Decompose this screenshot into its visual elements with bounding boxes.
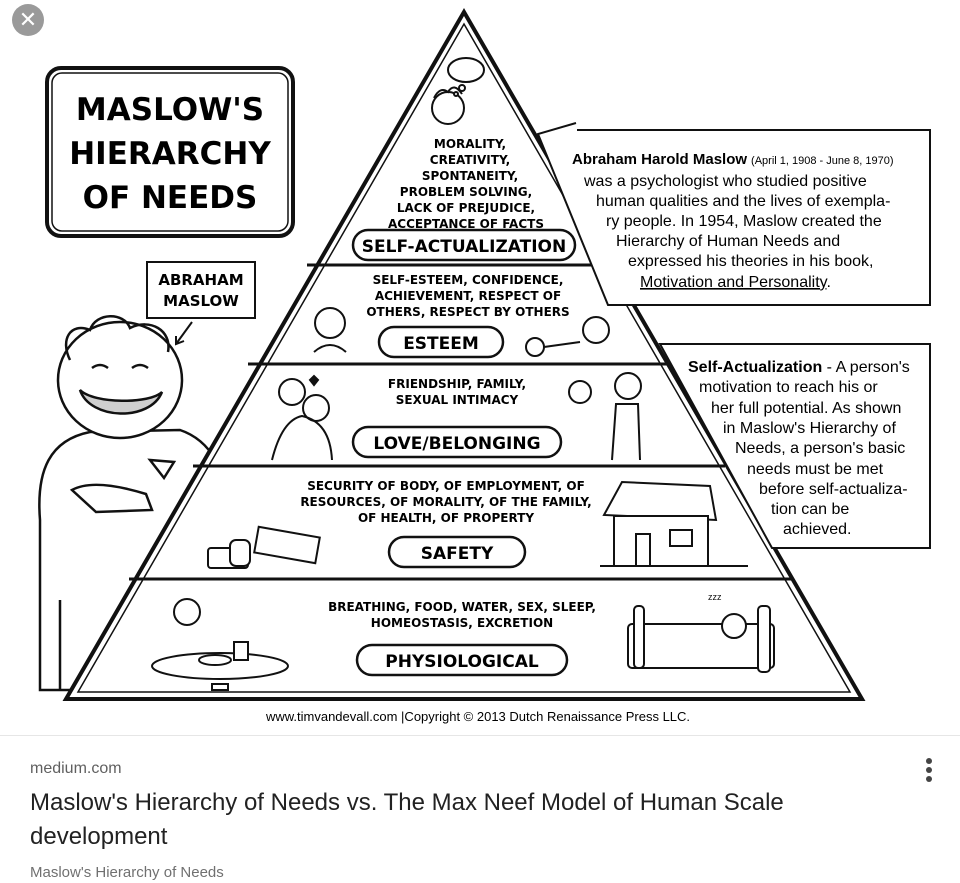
house-icon [600,480,748,567]
result-title[interactable]: Maslow's Hierarchy of Needs vs. The Max … [30,789,784,850]
definition-line-4: Needs, a person's basic [735,440,905,457]
definition-line-6: before self-actualiza- [759,481,908,498]
self-actualization-item-1: MORALITY, [434,137,506,151]
definition-line-8: achieved. [783,521,852,538]
self-actualization-item-4: PROBLEM SOLVING, [400,185,532,199]
bio-line-5: expressed his theories in his book, [628,253,873,270]
parent-child-icon [568,372,642,461]
pointer-arrow-head [175,336,185,346]
esteem-label: ESTEEM [403,334,479,354]
self-actualization-label: SELF-ACTUALIZATION [362,237,566,257]
esteem-item-2: ACHIEVEMENT, RESPECT OF [375,289,561,303]
result-card[interactable]: medium.com Maslow's Hierarchy of Needs v… [0,735,960,883]
bio-heading: Abraham Harold Maslow (April 1, 1908 - Ju… [572,151,894,168]
bio-book-line: Motivation and Personality. [640,274,831,291]
figure-canvas: MASLOW'S HIERARCHY OF NEEDS ABRAHAM MASL… [38,8,931,724]
physiological-item-2: HOMEOSTASIS, EXCRETION [371,616,553,630]
title-box: MASLOW'S HIERARCHY OF NEEDS [45,66,295,238]
bio-line-3: ry people. In 1954, Maslow created the [606,213,882,230]
bio-book-title: Motivation and Personality [640,274,828,291]
pointer-arrow-line [175,321,193,345]
definition-box: Self-Actualization - A person's motivati… [658,343,931,549]
result-source[interactable]: medium.com [30,760,122,777]
award-ribbon-icon [525,316,610,357]
safety-item-1: SECURITY OF BODY, OF EMPLOYMENT, OF [307,479,585,493]
self-actualization-item-6: ACCEPTANCE OF FACTS [388,217,544,231]
safety-item-2: RESOURCES, OF MORALITY, OF THE FAMILY, [300,495,591,509]
bio-line-4: Hierarchy of Human Needs and [616,233,840,250]
boy-icon [313,307,347,353]
bio-box: Abraham Harold Maslow (April 1, 1908 - Ju… [536,122,931,306]
level-safety: SECURITY OF BODY, OF EMPLOYMENT, OF RESO… [207,479,748,569]
definition-term: Self-Actualization [688,359,822,376]
self-actualization-item-5: LACK OF PREJUDICE, [397,201,535,215]
bio-line-1: was a psychologist who studied positive [583,173,867,190]
more-vert-icon-dot [926,776,932,782]
level-love-belonging: FRIENDSHIP, FAMILY, SEXUAL INTIMACY LOVE… [271,372,642,461]
person-label-line-1: ABRAHAM [158,271,243,289]
sleeping-boy-icon: zzz [627,592,775,673]
more-options-button[interactable] [918,754,940,786]
title-line-1: MASLOW'S [76,92,264,128]
self-actualization-item-2: CREATIVITY, [430,153,510,167]
safety-label: SAFETY [421,544,494,564]
eating-boy-icon [151,598,289,691]
love-item-2: SEXUAL INTIMACY [396,393,519,407]
definition-line-0: Self-Actualization - A person's [688,359,910,376]
result-subtitle: Maslow's Hierarchy of Needs [30,864,224,881]
safety-item-3: OF HEALTH, OF PROPERTY [358,511,534,525]
close-icon: ✕ [18,7,38,32]
bio-line-2: human qualities and the lives of exempla… [596,193,890,210]
level-physiological: BREATHING, FOOD, WATER, SEX, SLEEP, HOME… [151,592,775,691]
self-actualization-item-3: SPONTANEITY, [422,169,518,183]
definition-line-3: in Maslow's Hierarchy of [723,420,896,437]
love-item-1: FRIENDSHIP, FAMILY, [388,377,526,391]
title-line-2: HIERARCHY [69,136,271,172]
definition-line-7: tion can be [771,501,849,518]
more-vert-icon-dot [926,767,932,773]
title-line-3: OF NEEDS [83,180,258,216]
money-icon [207,525,321,569]
thinking-boy-icon [431,57,485,125]
hugging-couple-icon [271,374,333,461]
sleep-text: zzz [708,592,722,602]
physiological-label: PHYSIOLOGICAL [385,652,539,672]
close-button[interactable]: ✕ [12,4,44,36]
maslow-figure: MASLOW'S HIERARCHY OF NEEDS ABRAHAM MASL… [38,8,931,724]
bio-book-end: . [826,274,830,291]
level-esteem: SELF-ESTEEM, CONFIDENCE, ACHIEVEMENT, RE… [313,273,610,359]
esteem-item-1: SELF-ESTEEM, CONFIDENCE, [373,273,564,287]
love-label: LOVE/BELONGING [373,434,540,454]
definition-first-rest: - A person's [822,359,910,376]
bio-dates: (April 1, 1908 - June 8, 1970) [751,155,893,167]
more-vert-icon [926,758,932,764]
physiological-item-1: BREATHING, FOOD, WATER, SEX, SLEEP, [328,600,596,614]
level-self-actualization: MORALITY, CREATIVITY, SPONTANEITY, PROBL… [351,137,577,262]
copyright-text: www.timvandevall.com |Copyright © 2013 D… [265,709,690,724]
definition-line-5: needs must be met [747,461,884,478]
bio-name: Abraham Harold Maslow [572,151,747,168]
definition-line-1: motivation to reach his or [699,379,878,396]
definition-line-2: her full potential. As shown [711,400,901,417]
person-label: ABRAHAM MASLOW [146,261,256,346]
person-label-line-2: MASLOW [163,292,239,310]
esteem-item-3: OTHERS, RESPECT BY OTHERS [366,305,569,319]
